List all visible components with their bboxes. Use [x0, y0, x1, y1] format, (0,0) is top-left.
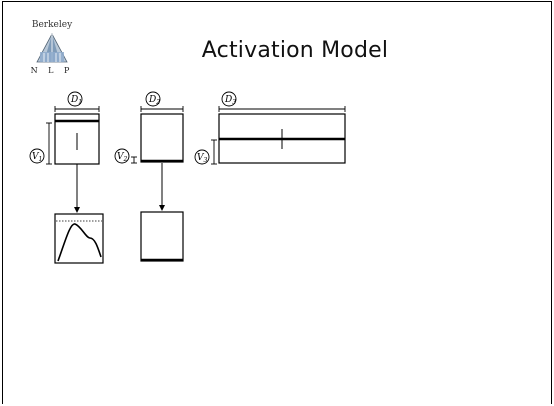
- v3-label: V3: [194, 149, 210, 165]
- v1-dimension-bracket: [46, 122, 52, 165]
- berkeley-nlp-logo: Berkeley N L P: [23, 16, 83, 78]
- svg-text:V2: V2: [117, 152, 128, 163]
- svg-text:D2: D2: [148, 95, 160, 106]
- d2-dimension-bracket: [140, 106, 184, 112]
- svg-text:D3: D3: [224, 95, 236, 106]
- output-box-1: [54, 213, 104, 264]
- v3-dimension-bracket: [211, 139, 217, 165]
- slide-title: Activation Model: [201, 38, 389, 63]
- logo-text-bottom: N L P: [30, 66, 74, 75]
- svg-text:D1: D1: [70, 95, 82, 106]
- d1-dimension-bracket: [54, 106, 100, 112]
- svg-text:V3: V3: [197, 153, 208, 164]
- d1-label: D1: [67, 91, 83, 107]
- box-2: [140, 113, 184, 163]
- activation-diagram: D1 V1 D2: [29, 91, 346, 264]
- v2-dimension-bracket: [131, 156, 137, 164]
- d3-dimension-bracket: [218, 106, 346, 112]
- d3-label: D3: [221, 91, 237, 107]
- output-box-1-curve: [57, 223, 102, 262]
- output-box-2: [140, 211, 184, 262]
- svg-text:V1: V1: [32, 152, 42, 163]
- berkeley-campanile-logo-icon: [36, 33, 68, 63]
- v1-label: V1: [29, 148, 45, 164]
- logo-text-top: Berkeley: [31, 20, 73, 30]
- d2-label: D2: [145, 91, 161, 107]
- v2-label: V2: [114, 148, 130, 164]
